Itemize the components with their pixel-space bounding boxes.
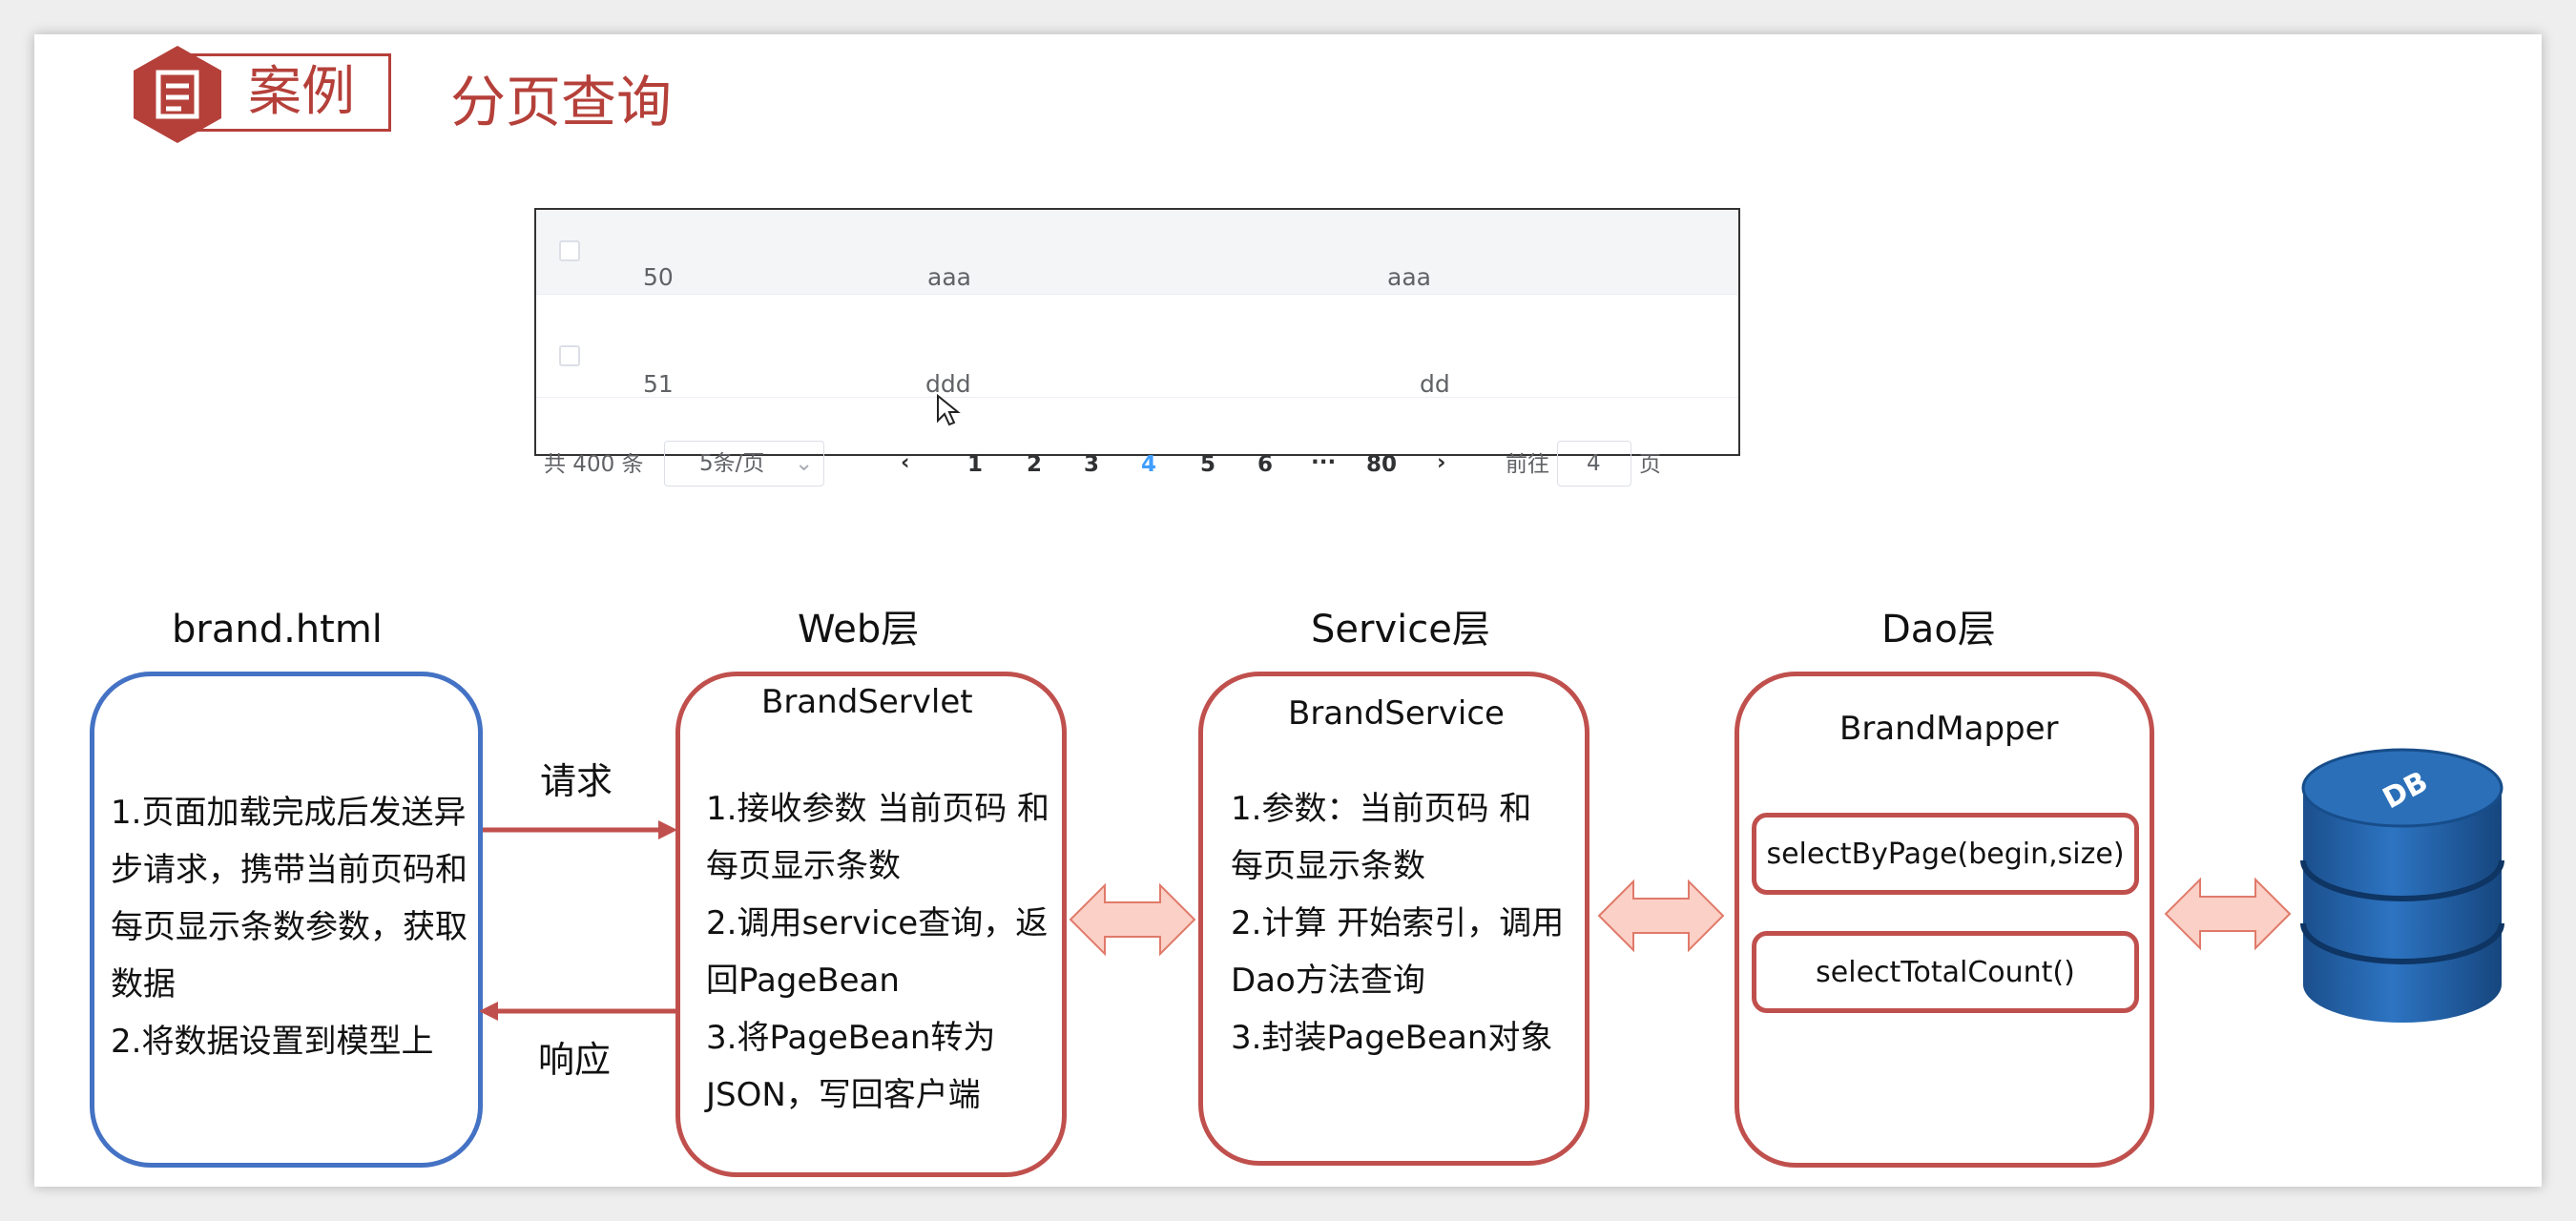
page-button-4-active[interactable]: 4 [1141, 452, 1157, 477]
page-button-5[interactable]: 5 [1200, 452, 1216, 477]
client-layer-title: brand.html [172, 608, 383, 652]
web-step-list: 1.接收参数 当前页码 和 每页显示条数 2.调用service查询，返 回Pa… [706, 780, 1049, 1124]
client-step-line: 2.将数据设置到模型上 [111, 1023, 434, 1061]
method-label: selectTotalCount() [1816, 955, 2075, 989]
page-button-6[interactable]: 6 [1257, 452, 1274, 477]
service-layer-title: Service层 [1311, 608, 1490, 652]
service-box-title: BrandService [1288, 694, 1505, 733]
table-cell: aaa [927, 263, 971, 291]
table-row [536, 210, 1738, 294]
table-cell-id: 50 [643, 263, 674, 291]
service-box [1198, 672, 1589, 1166]
service-step-line: Dao方法查询 [1231, 962, 1425, 1000]
goto-page-input[interactable]: 4 [1557, 441, 1631, 486]
service-step-line: 3.封装PageBean对象 [1231, 1019, 1553, 1057]
pagination-total: 共 400 条 [544, 452, 644, 477]
web-step-line: 2.调用service查询，返 [706, 904, 1049, 942]
page-size-value: 5条/页 [699, 451, 765, 476]
database-icon: DB [2300, 748, 2504, 1023]
document-icon [134, 46, 221, 143]
page-title: 分页查询 [450, 70, 673, 135]
page-button-1[interactable]: 1 [967, 452, 984, 477]
web-step-line: 回PageBean [706, 962, 900, 1000]
brand-table: 50 aaa aaa 51 ddd dd 共 400 条 5条/页 ⌄ ‹ 1 … [534, 208, 1740, 486]
goto-suffix: 页 [1639, 452, 1661, 477]
method-label: selectByPage(begin,size) [1766, 837, 2125, 871]
table-cell: dd [1420, 370, 1450, 398]
web-step-line: JSON，写回客户端 [706, 1076, 981, 1114]
dao-layer-title: Dao层 [1881, 608, 1996, 652]
web-layer-title: Web层 [798, 608, 920, 652]
row-checkbox[interactable] [559, 345, 580, 366]
web-step-line: 3.将PageBean转为 [706, 1019, 996, 1057]
client-step-line: 1.页面加载完成后发送异 [111, 794, 467, 832]
service-step-list: 1.参数：当前页码 和 每页显示条数 2.计算 开始索引，调用 Dao方法查询 … [1231, 780, 1564, 1066]
web-box-title: BrandServlet [761, 683, 973, 721]
mouse-cursor-icon [937, 393, 961, 426]
web-box [675, 672, 1067, 1177]
prev-page-button[interactable]: ‹ [901, 450, 910, 475]
double-arrow-dao-db [2164, 877, 2292, 951]
page-button-3[interactable]: 3 [1084, 452, 1100, 477]
web-step-line: 1.接收参数 当前页码 和 [706, 790, 1050, 828]
pagination-ellipsis[interactable]: ··· [1311, 450, 1337, 475]
request-label: 请求 [540, 760, 613, 802]
goto-page-value: 4 [1587, 451, 1601, 476]
page-button-2[interactable]: 2 [1027, 452, 1043, 477]
response-label: 响应 [538, 1039, 612, 1081]
chevron-down-icon: ⌄ [795, 451, 814, 476]
service-step-line: 2.计算 开始索引，调用 [1231, 904, 1565, 942]
double-arrow-service-dao [1597, 879, 1725, 953]
client-step-line: 数据 [111, 965, 176, 1004]
client-step-line: 步请求，携带当前页码和 [111, 851, 467, 889]
client-step-line: 每页显示条数参数，获取 [111, 908, 467, 946]
client-step-list: 1.页面加载完成后发送异 步请求，携带当前页码和 每页显示条数参数，获取 数据 … [111, 784, 467, 1070]
double-arrow-web-service [1069, 882, 1196, 957]
client-box [90, 672, 483, 1168]
badge-label: 案例 [248, 61, 355, 123]
select-total-count-method: selectTotalCount() [1752, 931, 2139, 1013]
goto-label: 前往 [1506, 452, 1549, 477]
select-by-page-method: selectByPage(begin,size) [1752, 813, 2139, 895]
response-arrow [479, 1002, 675, 1021]
dao-box-title: BrandMapper [1839, 710, 2059, 748]
table-cell: ddd [925, 370, 971, 398]
table-cell-id: 51 [643, 370, 674, 398]
row-checkbox[interactable] [559, 240, 580, 261]
service-step-line: 每页显示条数 [1231, 847, 1425, 885]
table-cell: aaa [1387, 263, 1431, 291]
page-size-select[interactable]: 5条/页 ⌄ [664, 441, 824, 486]
page-button-80[interactable]: 80 [1366, 452, 1398, 477]
dao-box [1735, 672, 2154, 1168]
request-arrow [483, 820, 677, 839]
service-step-line: 1.参数：当前页码 和 [1231, 790, 1532, 828]
web-step-line: 每页显示条数 [706, 847, 901, 885]
next-page-button[interactable]: › [1437, 450, 1446, 475]
